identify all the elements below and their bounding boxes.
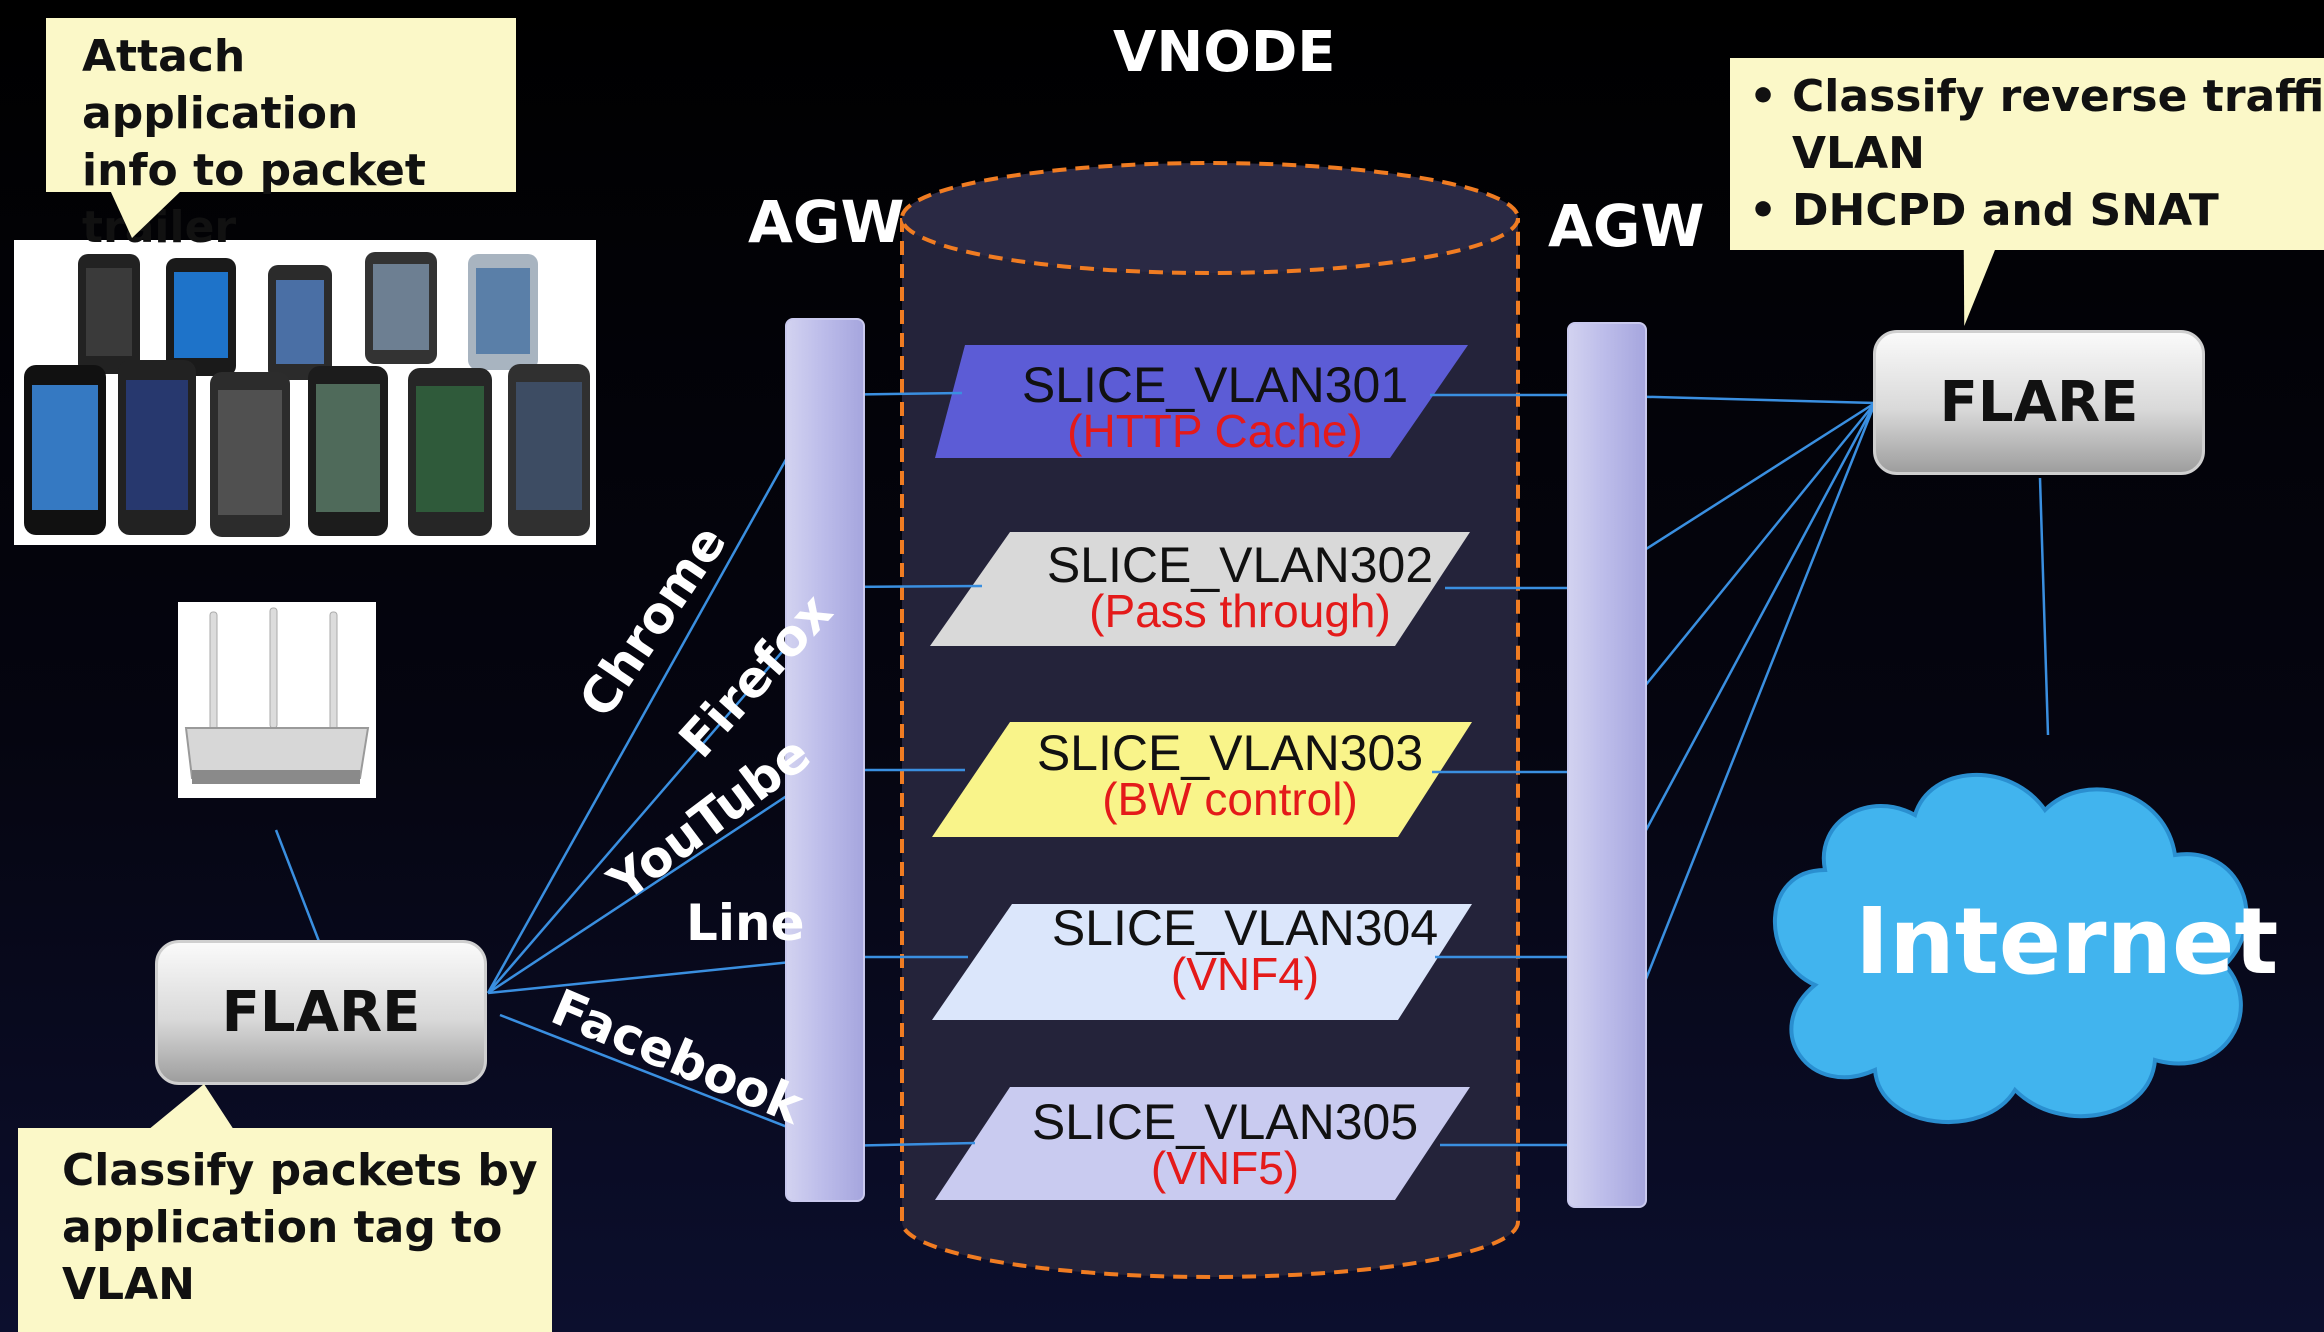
callout-line: Attach application xyxy=(82,31,359,139)
callout-pointer xyxy=(110,190,182,238)
callout-flare-right: • Classify reverse traffic t VLAN • DHCPD … xyxy=(1730,58,2324,326)
agw-left-bar[interactable] xyxy=(785,318,865,1202)
app-label-line: Line xyxy=(686,894,805,952)
internet-label: Internet xyxy=(1855,888,2279,995)
callout-bullet-text: Classify reverse traffic t xyxy=(1792,71,2324,122)
callout-line: info to packet xyxy=(82,145,426,196)
flare-left-box[interactable]: FLARE xyxy=(155,940,487,1085)
internet-cloud xyxy=(1772,773,2249,1124)
slice-303[interactable]: SLICE_VLAN303 (BW control) xyxy=(970,728,1490,822)
callout-pointer xyxy=(148,1084,234,1130)
callout-bullet-continuation: VLAN xyxy=(1792,128,1925,179)
callout-bullet-row: • Classify reverse traffic t xyxy=(1734,68,2324,125)
router-image xyxy=(178,602,376,798)
slice-301[interactable]: SLICE_VLAN301 (HTTP Cache) xyxy=(955,360,1475,454)
callout-phones: Attach application info to packet traile… xyxy=(46,18,516,253)
callout-bullet-row: • DHCPD and SNAT xyxy=(1734,182,2324,239)
slice-function: (BW control) xyxy=(1102,773,1358,825)
slice-shape-304[interactable] xyxy=(932,904,1472,1020)
slice-function: (Pass through) xyxy=(1089,585,1391,637)
slice-function: (HTTP Cache) xyxy=(1067,405,1363,457)
slice-name: SLICE_VLAN302 xyxy=(1046,537,1434,593)
agw-right-label: AGW xyxy=(1548,192,1705,260)
callout-line: application tag to xyxy=(62,1202,503,1253)
diagram-title: VNODE xyxy=(1113,20,1336,85)
slice-shape-305[interactable] xyxy=(935,1087,1470,1200)
slice-name: SLICE_VLAN304 xyxy=(1051,900,1439,956)
slice-305[interactable]: SLICE_VLAN305 (VNF5) xyxy=(965,1097,1485,1191)
callout-bullet-text: DHCPD and SNAT xyxy=(1792,185,2219,236)
slice-name: SLICE_VLAN305 xyxy=(1031,1094,1419,1150)
slice-shape-303[interactable] xyxy=(932,722,1472,837)
callout-line: VLAN xyxy=(62,1259,195,1310)
slice-function: (VNF5) xyxy=(1150,1142,1300,1194)
slice-function: (VNF4) xyxy=(1170,948,1320,1000)
phones-image xyxy=(14,240,596,545)
callout-line: Classify packets by xyxy=(62,1145,538,1196)
slice-shape-302[interactable] xyxy=(930,532,1470,646)
slice-name: SLICE_VLAN303 xyxy=(1036,725,1424,781)
slice-name: SLICE_VLAN301 xyxy=(1021,357,1409,413)
callout-flare-left: Classify packets by application tag to V… xyxy=(18,1084,552,1332)
flare-right-box[interactable]: FLARE xyxy=(1873,330,2205,475)
agw-left-label: AGW xyxy=(748,188,905,256)
slice-304[interactable]: SLICE_VLAN304 (VNF4) xyxy=(985,903,1505,997)
bullet-dot-icon: • xyxy=(1748,71,1778,122)
slice-302[interactable]: SLICE_VLAN302 (Pass through) xyxy=(980,540,1500,634)
agw-right-bar[interactable] xyxy=(1567,322,1647,1208)
bullet-dot-icon: • xyxy=(1748,185,1778,236)
slice-shape-301[interactable] xyxy=(935,345,1468,458)
